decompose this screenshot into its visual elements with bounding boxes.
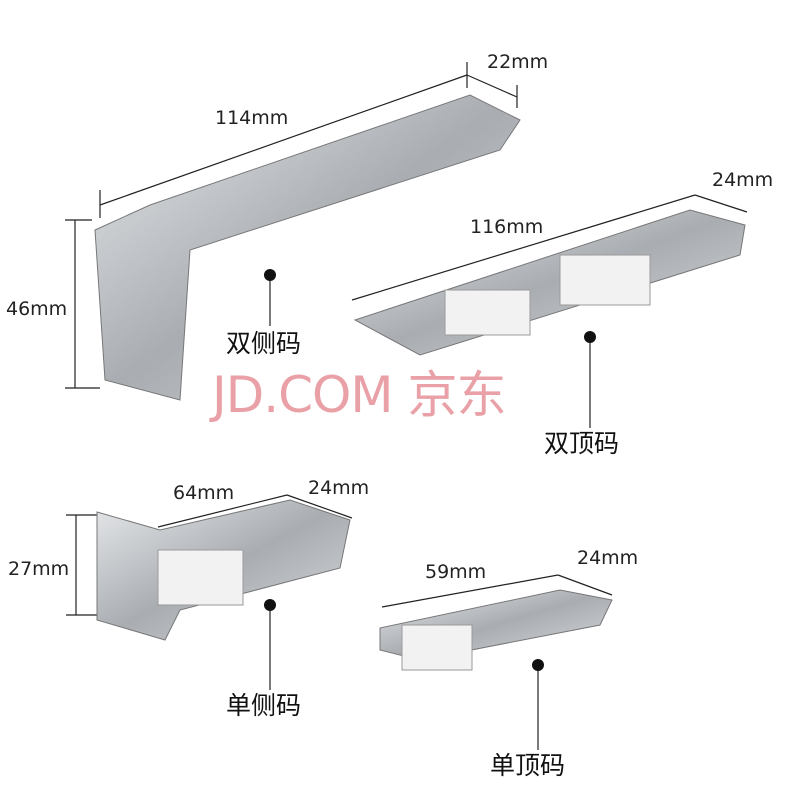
dimension-lines [65,62,748,750]
dim-length: 59mm [425,561,487,583]
dim-length: 114mm [215,107,289,129]
dim-height: 27mm [8,558,70,580]
dim-length: 116mm [470,216,544,238]
product-name: 双顶码 [544,429,620,458]
clips [157,254,651,671]
dim-height: 46mm [6,298,68,320]
dim-width: 24mm [712,169,774,191]
product-name: 双侧码 [226,329,302,358]
product-name: 单侧码 [226,691,302,720]
dim-width: 24mm [308,477,370,499]
dim-width: 22mm [487,51,549,73]
dim-length: 64mm [173,482,235,504]
dim-width: 24mm [577,547,639,569]
product-name: 单顶码 [490,751,566,780]
leader-dots [264,269,596,671]
watermark: JD.COM 京东 [212,366,506,424]
